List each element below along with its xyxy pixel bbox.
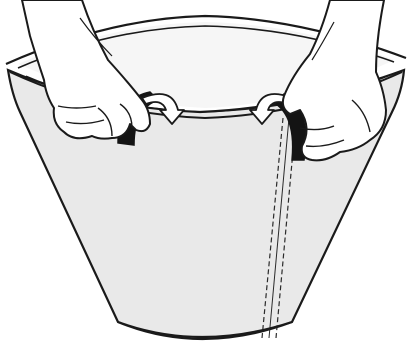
fabric-pot-illustration xyxy=(0,0,411,354)
